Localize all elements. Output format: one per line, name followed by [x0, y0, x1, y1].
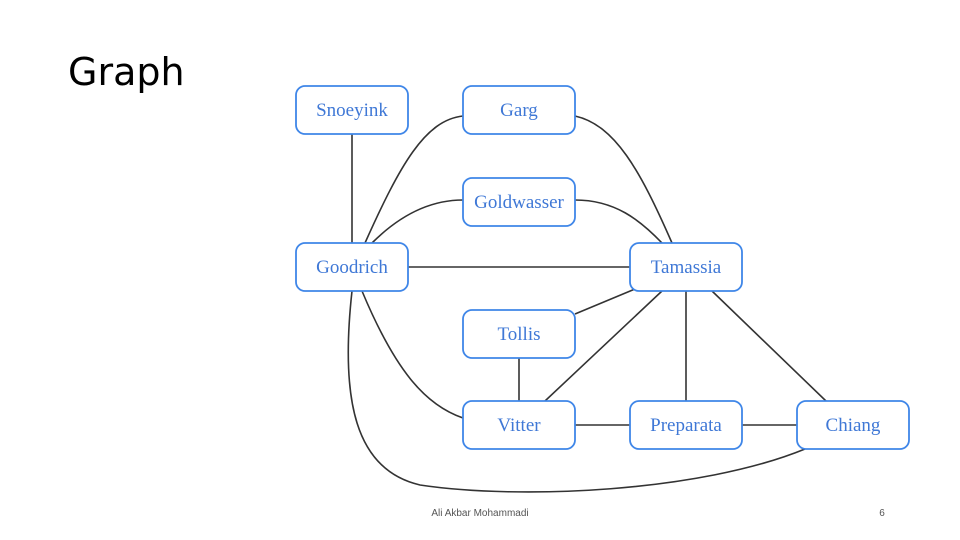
edge-goodrich-chiang	[347, 290, 806, 493]
edge-goodrich-vitter	[361, 290, 464, 419]
node-preparata: Preparata	[629, 400, 743, 450]
node-snoeyink: Snoeyink	[295, 85, 409, 135]
node-label: Vitter	[497, 415, 541, 436]
node-label: Preparata	[650, 415, 722, 436]
node-box	[629, 400, 743, 450]
node-label: Garg	[500, 100, 538, 121]
edge-garg-tamassia	[574, 115, 673, 244]
node-box	[462, 177, 576, 227]
edge-goodrich-garg	[364, 115, 464, 244]
edge-goldwasser-tamassia	[574, 199, 663, 244]
node-goldwasser: Goldwasser	[462, 177, 576, 227]
node-box	[462, 400, 576, 450]
edge-vitter-tamassia	[544, 290, 663, 402]
node-chiang: Chiang	[796, 400, 910, 450]
node-goodrich: Goodrich	[295, 242, 409, 292]
node-box	[462, 85, 576, 135]
edge-tamassia-chiang	[711, 290, 827, 402]
slide-title: Graph	[68, 50, 185, 94]
node-tamassia: Tamassia	[629, 242, 743, 292]
node-label: Snoeyink	[316, 100, 388, 121]
node-box	[462, 309, 576, 359]
node-box	[295, 242, 409, 292]
edge-tollis-tamassia	[574, 288, 636, 315]
edge-goodrich-goldwasser	[371, 199, 464, 244]
footer-author: Ali Akbar Mohammadi	[431, 508, 529, 519]
node-vitter: Vitter	[462, 400, 576, 450]
node-label: Chiang	[826, 415, 881, 436]
node-tollis: Tollis	[462, 309, 576, 359]
node-label: Tollis	[497, 324, 540, 345]
node-box	[629, 242, 743, 292]
edges-layer	[347, 115, 827, 493]
node-label: Goodrich	[316, 257, 388, 278]
node-label: Tamassia	[651, 257, 722, 278]
page-number: 6	[879, 508, 885, 519]
node-box	[295, 85, 409, 135]
node-box	[796, 400, 910, 450]
node-garg: Garg	[462, 85, 576, 135]
node-label: Goldwasser	[474, 192, 564, 213]
